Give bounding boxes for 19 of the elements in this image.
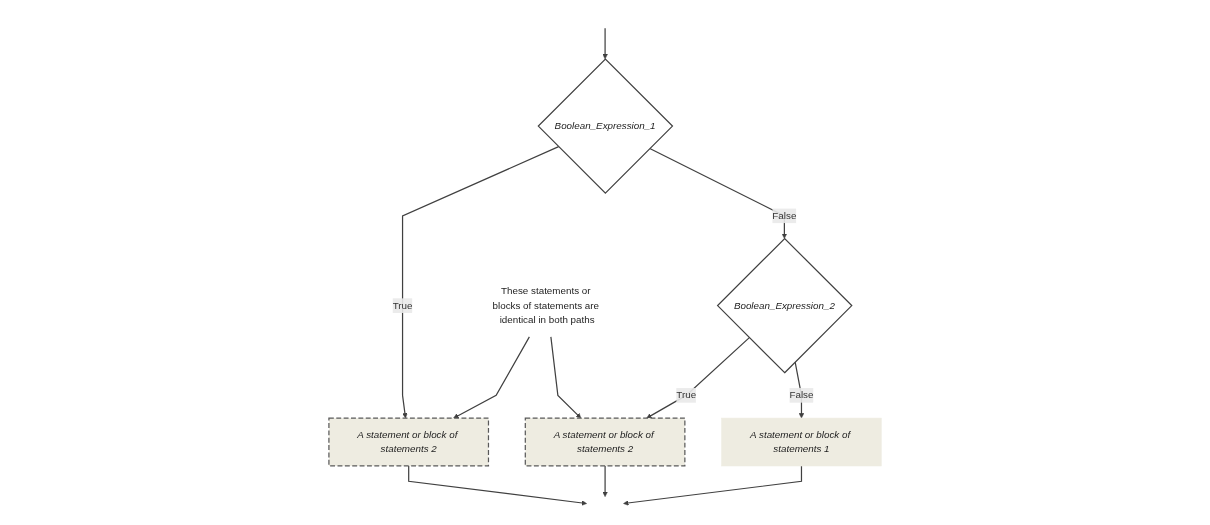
arrow bbox=[408, 465, 587, 506]
arrow bbox=[453, 336, 530, 419]
arrow bbox=[602, 465, 608, 497]
node-diamond: Boolean_Expression_1 bbox=[537, 58, 674, 194]
arrow bbox=[649, 147, 787, 239]
arrow bbox=[646, 337, 750, 419]
edge-label: True bbox=[392, 300, 413, 311]
edge-label: False bbox=[772, 210, 797, 221]
node-box: A statement or block of statements 2 bbox=[524, 417, 686, 467]
node-box: A statement or block of statements 2 bbox=[328, 417, 489, 467]
edge-label: False bbox=[789, 389, 814, 401]
arrow bbox=[602, 27, 608, 60]
edge-label: True bbox=[676, 389, 696, 401]
arrow bbox=[550, 336, 581, 419]
arrow bbox=[623, 465, 802, 506]
node-box: A statement or block of statements 1 bbox=[721, 417, 882, 467]
node-text: These statements or blocks of statements are identical in both paths bbox=[492, 285, 599, 326]
arrow bbox=[401, 146, 560, 419]
node-diamond: Boolean_Expression_2 bbox=[716, 237, 853, 374]
